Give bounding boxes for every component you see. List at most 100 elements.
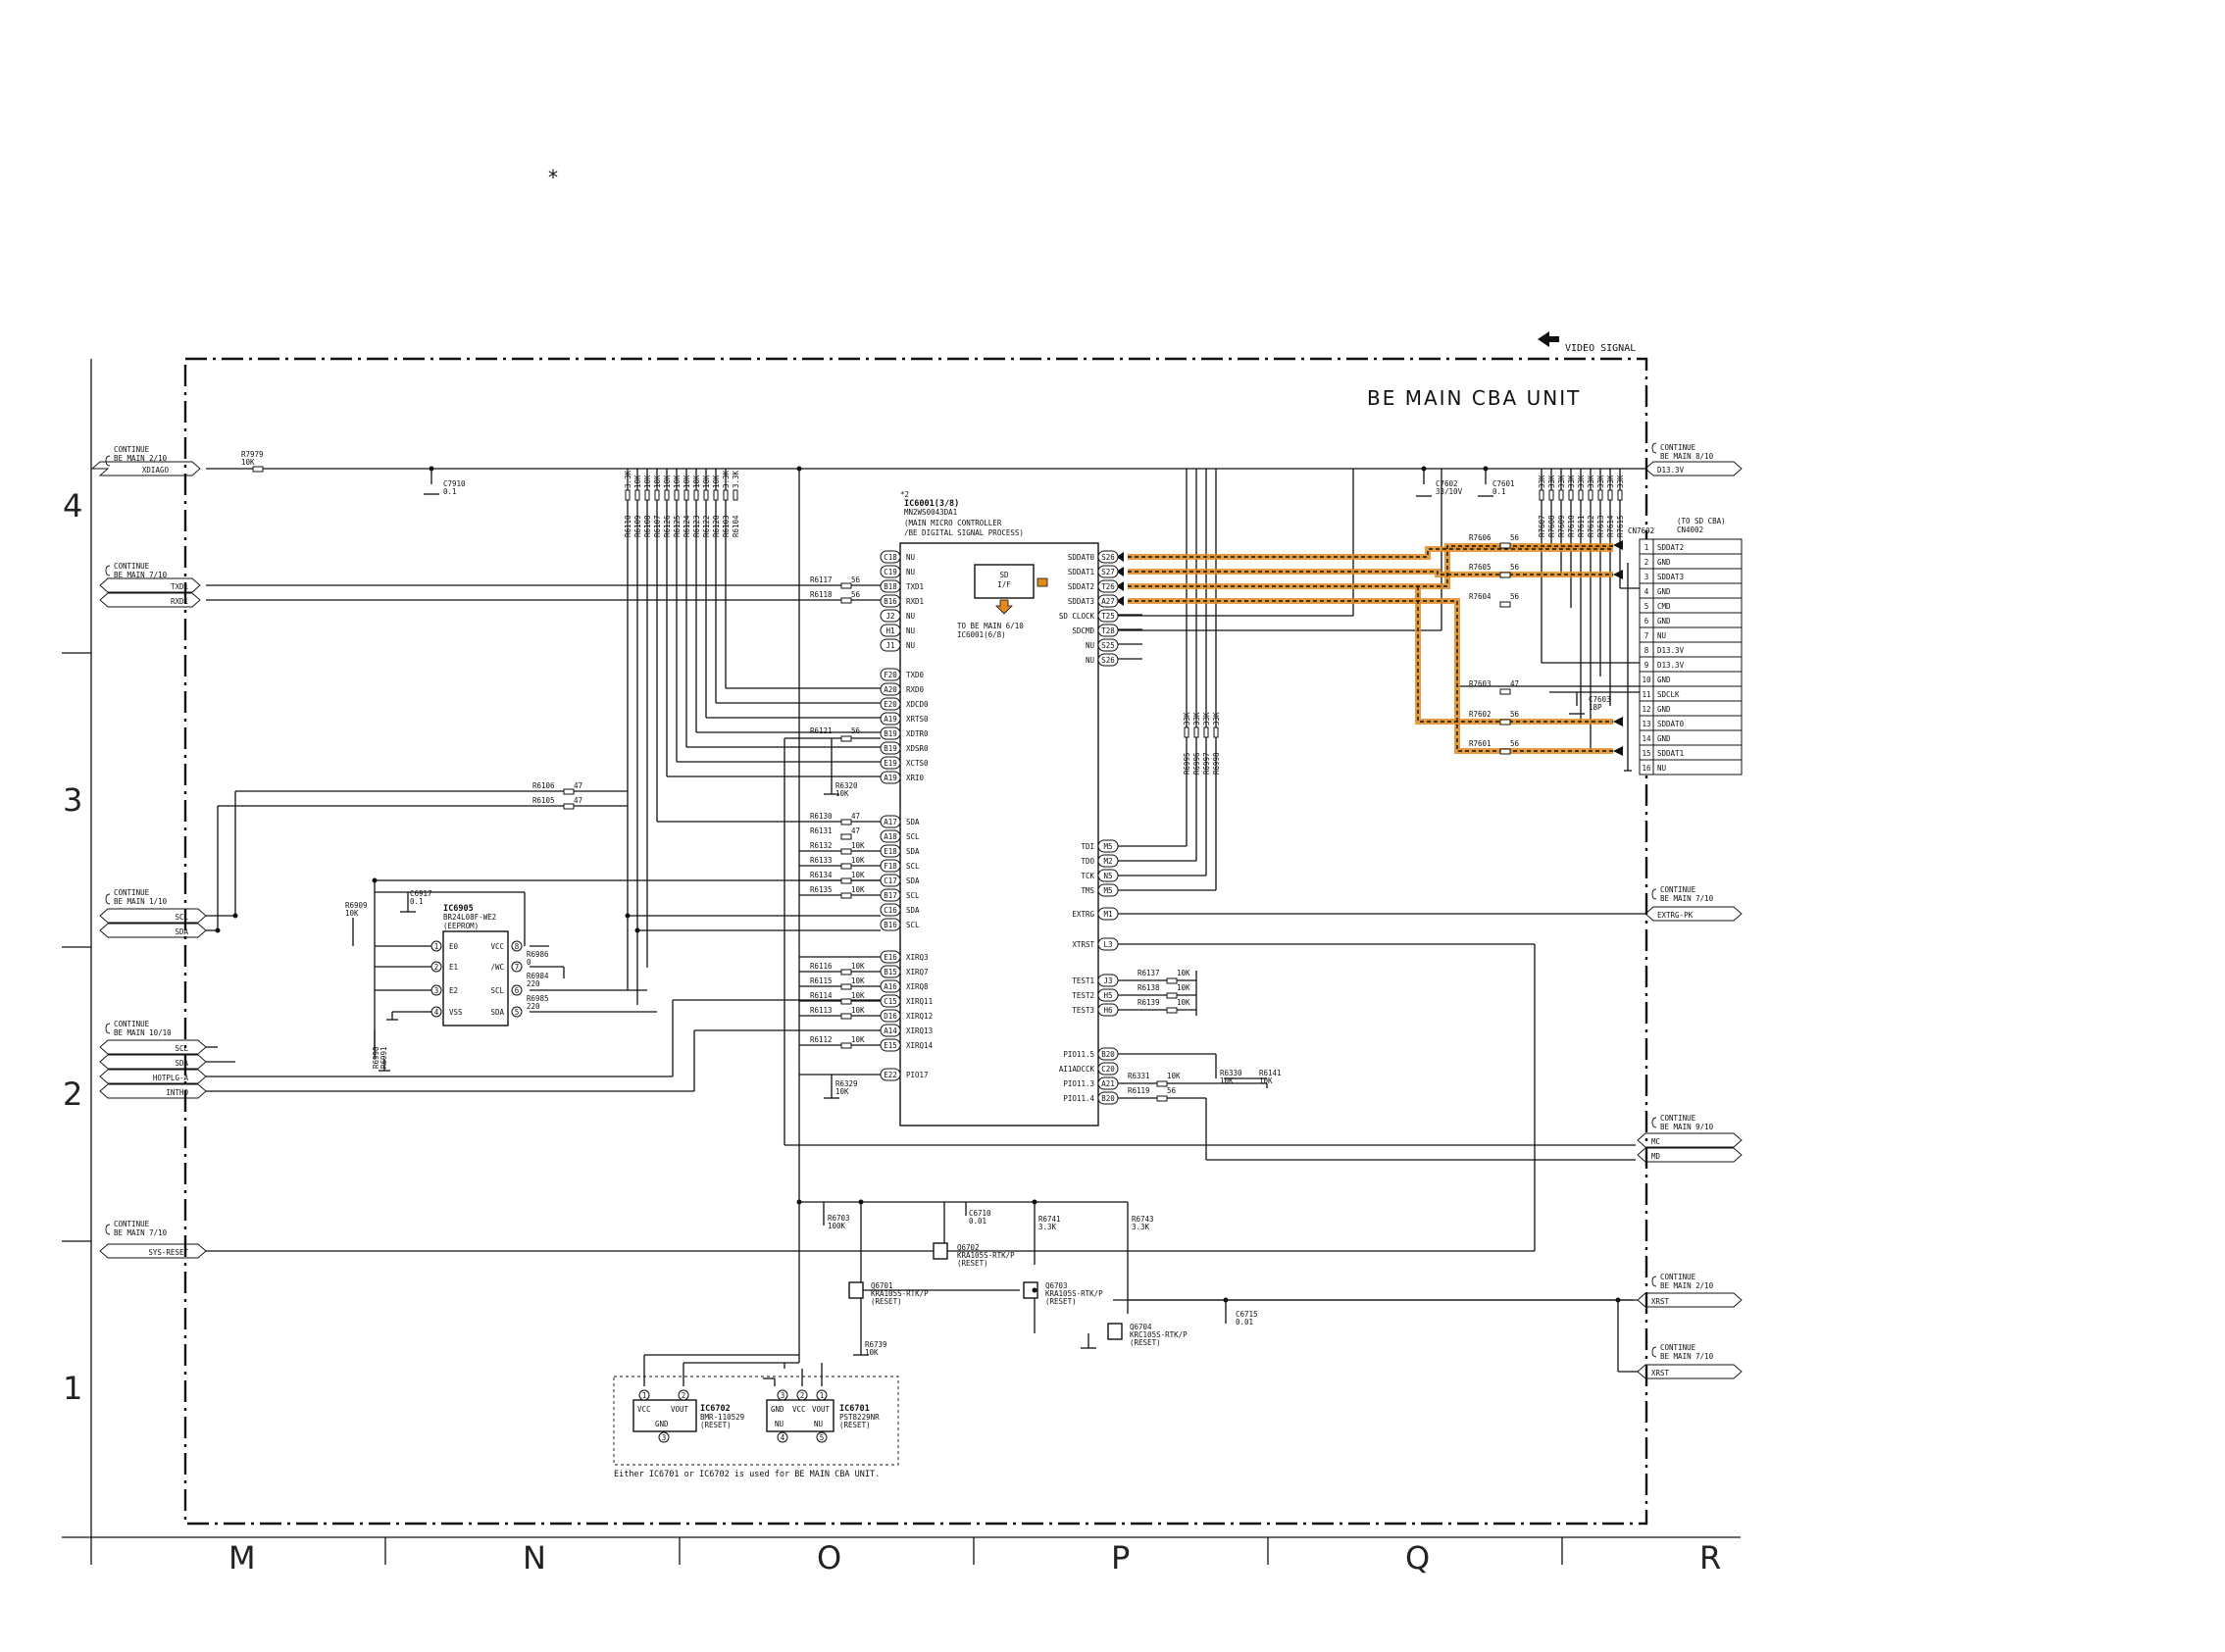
part-value: 10K	[851, 885, 865, 894]
wiring	[206, 468, 1645, 1386]
part-value: 100K	[828, 1222, 846, 1230]
pin-ball-label: B17	[884, 891, 897, 900]
ic-ref: IC6701	[839, 1404, 870, 1414]
pin-name: XRI0	[906, 774, 925, 782]
pullup-resistor	[1548, 489, 1554, 501]
part-ref: R7610	[1567, 515, 1576, 537]
pin-name: PIO11.3	[1063, 1079, 1094, 1088]
pin-ball-label: A17	[884, 818, 897, 826]
part-ref: R7611	[1577, 515, 1586, 537]
pullup-array-left: R61103.3KR610910KR610810KR610710KR612610…	[624, 470, 740, 537]
pullup-resistor	[634, 489, 640, 501]
part-ref: R6739	[865, 1340, 887, 1349]
part-value: 10K	[1177, 983, 1190, 992]
connector-pin-number: 2	[1644, 558, 1649, 567]
port-xdiago	[90, 461, 201, 476]
continue-ref: BE MAIN 1/10	[114, 897, 168, 906]
pin-name: SCL	[906, 891, 920, 900]
part-ref: C6917	[410, 889, 432, 898]
pin-number: 8	[515, 942, 520, 951]
part-ref: R6117	[810, 576, 833, 584]
port-label: MD	[1651, 1152, 1661, 1161]
part-desc: (RESET)	[957, 1259, 988, 1268]
connector-pin-name-cell	[1652, 759, 1743, 776]
pin-ball	[880, 609, 901, 623]
pin-ball-label: B20	[1101, 1050, 1115, 1059]
part-value: 47	[851, 812, 860, 821]
pullup-resistor	[1607, 489, 1613, 501]
pin-name: RXD1	[906, 597, 924, 606]
pin-ball	[880, 815, 901, 828]
pin-ball	[1097, 1076, 1119, 1090]
pullup-resistor	[1597, 489, 1603, 501]
part-value: 10K	[851, 991, 865, 1000]
continue-ref: BE MAIN 7/10	[1660, 1352, 1714, 1361]
pin-ball-label: C17	[884, 876, 897, 885]
continue-ref: BE MAIN 2/10	[1660, 1281, 1714, 1290]
video-signal-label: VIDEO SIGNAL	[1565, 343, 1636, 354]
pin-ball	[880, 594, 901, 608]
sd-if-block	[974, 564, 1035, 599]
part-ref: R7602	[1469, 710, 1492, 719]
part-value: 10K	[851, 1006, 865, 1015]
pullup-array-right: R760733KR760833KR760933KR761033KR761133K…	[1538, 475, 1625, 537]
pin-ball-label: C20	[1101, 1065, 1115, 1074]
pin-ball-label: M5	[1103, 842, 1112, 851]
col-label-p: P	[1111, 1539, 1130, 1577]
pin-ball	[1097, 624, 1119, 637]
pin-ball	[880, 712, 901, 726]
part-ref: R6991	[379, 1046, 388, 1069]
pin-ball	[880, 829, 901, 843]
connector-ref: CN7602	[1628, 526, 1654, 535]
part-value: 33K	[1616, 475, 1625, 488]
signal-arrow-icon	[1613, 717, 1623, 726]
part-value: 47	[1510, 679, 1519, 688]
part-ref: C7602	[1436, 479, 1458, 488]
part-ref: R6134	[810, 871, 833, 879]
connector-pin-number: 12	[1642, 705, 1650, 714]
pin-number: 4	[781, 1433, 785, 1442]
pin-name: XIRQ14	[906, 1041, 934, 1050]
connector-pin-number: 4	[1644, 587, 1649, 596]
part-ref: Q6703	[1045, 1281, 1068, 1290]
part-value: 0.1	[1492, 487, 1506, 496]
pin-name: VSS	[449, 1008, 463, 1017]
port-label: XRST	[1651, 1369, 1670, 1377]
connector-pin-number: 16	[1642, 764, 1651, 773]
port-label: SDA	[175, 1059, 188, 1068]
ic6001: *2 IC6001(3/8) MN2WS0043DA1 (MAIN MICRO …	[880, 490, 1119, 1126]
pin-ball	[1097, 594, 1119, 608]
pin-number: 2	[682, 1391, 686, 1400]
reset-circuit: R6703 100K C6710 0.01 R6741 3.3K R6743 3…	[613, 1209, 1258, 1479]
pullup-resistor	[703, 489, 709, 501]
unit-title: BE MAIN CBA UNIT	[1367, 386, 1581, 410]
port-label: EXTRG-PK	[1657, 911, 1694, 920]
pin-name: RXD0	[906, 685, 925, 694]
pin-ball	[1097, 974, 1119, 987]
pin-ball	[880, 918, 901, 931]
part-value: 56	[1510, 710, 1520, 719]
part-value: 56	[851, 726, 861, 735]
pin-ball-label: T25	[1101, 612, 1115, 621]
part-ref: R6118	[810, 590, 833, 599]
part-value: 47	[574, 796, 582, 805]
connector-pin-name: GND	[1657, 558, 1671, 567]
part-ref: R6130	[810, 812, 833, 821]
port-sda	[99, 1054, 207, 1070]
part-ref: R6133	[810, 856, 833, 865]
part-ref: R7603	[1469, 679, 1492, 688]
part-value: KRC105S-RTK/P	[1130, 1330, 1188, 1339]
part-ref: R6137	[1138, 969, 1160, 977]
part-ref: R7979	[241, 450, 264, 459]
pin-ball	[1097, 907, 1119, 921]
pin-ball-label: A20	[884, 685, 897, 694]
col-label-m: M	[228, 1539, 256, 1577]
part-value: 10K	[663, 475, 672, 488]
pullup-resistor	[1578, 489, 1584, 501]
part-desc: (RESET)	[1130, 1338, 1161, 1347]
right-connector-group: CONTINUE BE MAIN 2/10 XRST	[1637, 1273, 1743, 1308]
connector-pin-name: GND	[1657, 676, 1671, 684]
part-ref: R6320	[835, 781, 858, 790]
part-value: 33K	[1587, 475, 1595, 488]
